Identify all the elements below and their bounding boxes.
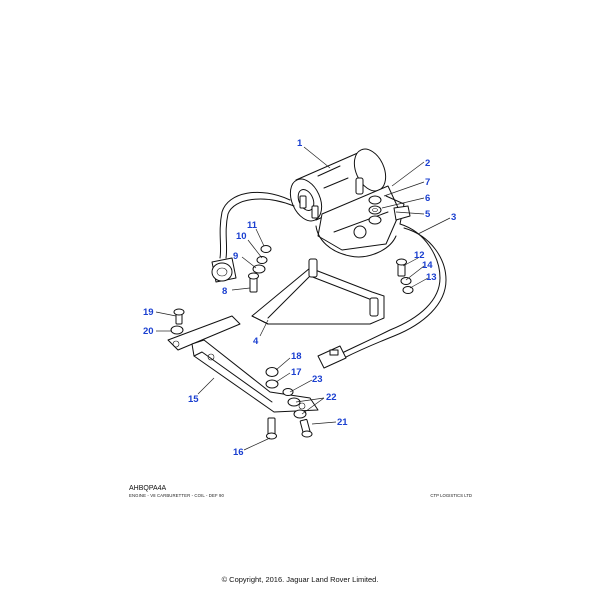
wiring-harness	[315, 223, 447, 369]
supplier-label: CTP LOGISTICS LTD	[430, 493, 472, 498]
callout-21: 21	[337, 417, 348, 428]
callout-3: 3	[451, 212, 456, 223]
ignition-coil	[289, 148, 387, 222]
diagram-reference-code: AHBQPA4A	[129, 485, 167, 492]
callout-numbers: 1 2 3 4 5 6 7 8 9 10 11 12 13 14 15 16 1…	[143, 138, 456, 458]
callout-8: 8	[222, 286, 227, 297]
callout-14: 14	[422, 260, 433, 271]
coil-terminal-fittings	[368, 195, 411, 225]
callout-22: 22	[326, 392, 337, 403]
bracket-fixing-set-left	[248, 245, 272, 293]
callout-18: 18	[291, 351, 302, 362]
copyright-notice: © Copyright, 2016. Jaguar Land Rover Lim…	[221, 575, 379, 584]
callout-15: 15	[188, 394, 199, 405]
callout-12: 12	[414, 250, 425, 261]
callout-13: 13	[426, 272, 437, 283]
mounting-plate	[167, 315, 319, 413]
callout-4: 4	[253, 336, 259, 347]
callout-7: 7	[425, 177, 430, 188]
callout-10: 10	[236, 231, 247, 242]
callout-19: 19	[143, 307, 154, 318]
plate-fixing-set-lower-right	[282, 388, 313, 438]
callout-1: 1	[297, 138, 303, 149]
callout-leaders	[155, 146, 451, 451]
callout-16: 16	[233, 447, 244, 458]
coil-mounting-bracket	[251, 258, 385, 325]
callout-11: 11	[247, 220, 258, 231]
callout-23: 23	[312, 374, 323, 385]
callout-17: 17	[291, 367, 302, 378]
callout-9: 9	[233, 251, 238, 262]
plate-fixing-set-upper	[170, 308, 185, 335]
callout-6: 6	[425, 193, 430, 204]
diagram-caption: ENGINE - V8 CARBURETTER - COIL - DEF 90	[129, 493, 224, 498]
plate-fixing-set-lower-left	[265, 367, 279, 440]
callout-5: 5	[425, 209, 431, 220]
ht-lead	[211, 191, 295, 283]
callout-2: 2	[425, 158, 430, 169]
callout-20: 20	[143, 326, 154, 337]
